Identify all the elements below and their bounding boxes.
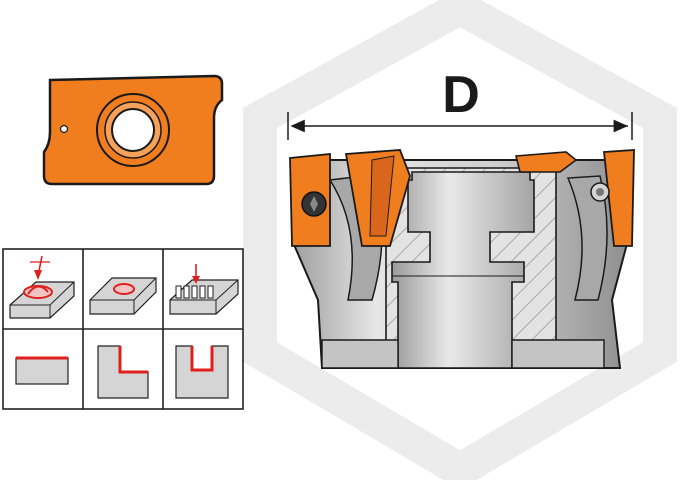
shoulder-profile-icon [97, 345, 149, 399]
cutter-insert-right [514, 149, 635, 247]
face-profile-icon [15, 356, 69, 385]
cutter-body [291, 159, 629, 369]
diameter-dimension: D [287, 66, 633, 140]
diameter-label: D [442, 66, 480, 124]
cutter-insert-left [289, 153, 331, 247]
insert-icon [42, 74, 224, 186]
central-bore [391, 171, 535, 369]
slot-milling-icon [169, 264, 239, 315]
watermark-hexagon-icon [243, 0, 677, 480]
cutter-insert-center [344, 149, 411, 247]
slot-profile-icon [175, 345, 229, 399]
pocket-milling-icon [89, 277, 157, 315]
face-milling-icon [9, 255, 75, 319]
